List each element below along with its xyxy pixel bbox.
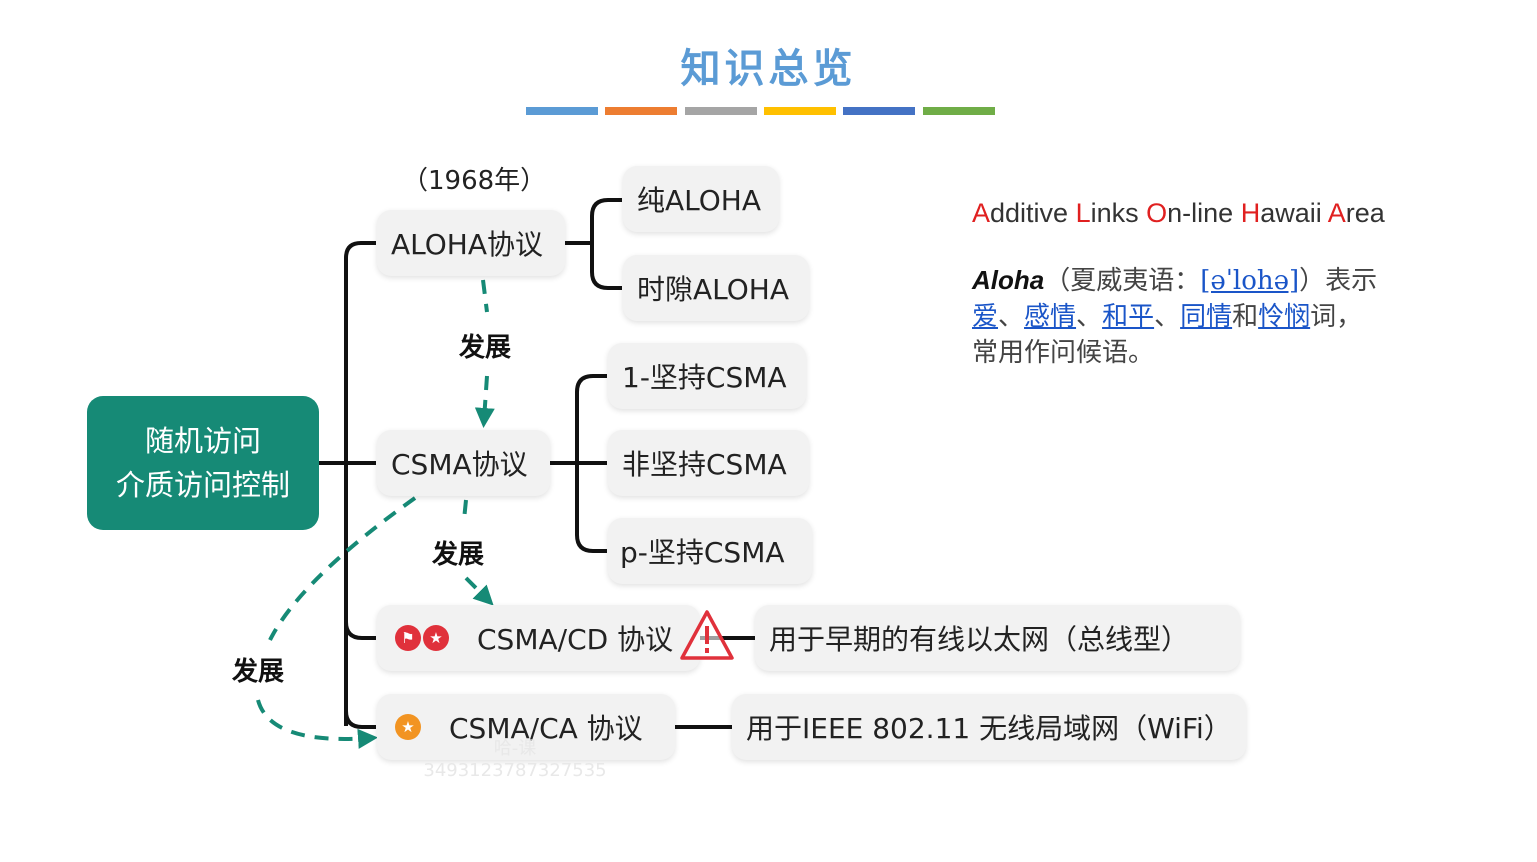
csma-label: CSMA协议	[391, 448, 528, 481]
definition-paren-close: ）表示	[1299, 266, 1378, 296]
color-bar	[923, 107, 995, 115]
watermark-line2: 3493123787327535	[423, 760, 607, 781]
definition-and: 和	[1232, 302, 1259, 332]
slotted-aloha-label: 时隙ALOHA	[637, 273, 790, 306]
definition-term: Aloha	[972, 265, 1045, 295]
link-affection[interactable]: 感情	[1024, 302, 1077, 332]
csma-cd-label: CSMA/CD 协议	[477, 623, 674, 656]
csma-node: CSMA协议	[377, 430, 550, 496]
acronym-rest: inks	[1090, 198, 1147, 228]
color-bar	[526, 107, 598, 115]
aloha-label: ALOHA协议	[391, 228, 544, 261]
aloha-definition: Aloha（夏威夷语：[əˈlohə]）表示 爱、感情、和平、同情和怜悯词， 常…	[972, 262, 1442, 371]
csma-ca-use-node: 用于IEEE 802.11 无线局域网（WiFi）	[732, 694, 1246, 760]
acronym-cap: L	[1075, 198, 1091, 228]
slotted-aloha-node: 时隙ALOHA	[623, 255, 809, 321]
csma-cd-use-label: 用于早期的有线以太网（总线型）	[769, 623, 1190, 656]
non-persistent-csma-node: 非坚持CSMA	[608, 430, 809, 496]
aloha-bracket	[590, 198, 622, 290]
link-peace[interactable]: 和平	[1102, 302, 1155, 332]
color-bar	[685, 107, 757, 115]
color-bar	[843, 107, 915, 115]
acronym-cap: O	[1146, 198, 1168, 228]
acronym-rest: n-line	[1167, 198, 1241, 228]
root-node: 随机访问 介质访问控制	[87, 396, 319, 530]
evolve-label-1: 发展	[459, 333, 512, 363]
csma-cd-node: ⚑ ★ CSMA/CD 协议	[377, 605, 700, 671]
ipa-link[interactable]: [əˈlohə]	[1200, 266, 1300, 296]
warning-icon	[680, 610, 734, 660]
evolve-label-3: 发展	[232, 657, 285, 687]
branch-csma-ca	[344, 710, 376, 729]
aloha-node: ALOHA协议	[377, 210, 565, 276]
color-bar	[605, 107, 677, 115]
star-icon: ★	[395, 714, 421, 740]
link-love[interactable]: 爱	[972, 302, 999, 332]
pure-aloha-label: 纯ALOHA	[637, 184, 762, 217]
non-persistent-csma-label: 非坚持CSMA	[622, 448, 787, 481]
pure-aloha-node: 纯ALOHA	[623, 166, 779, 232]
acronym-rest: rea	[1345, 198, 1385, 228]
evolve-arrow-aloha-csma	[483, 279, 487, 420]
csma-ca-label: CSMA/CA 协议	[449, 712, 643, 745]
page-title: 知识总览	[680, 45, 857, 92]
csma-ca-node: ★ CSMA/CA 协议	[377, 694, 675, 760]
definition-tail: 词，	[1310, 302, 1363, 332]
csma-ca-use-label: 用于IEEE 802.11 无线局域网（WiFi）	[746, 712, 1232, 745]
trunk-line	[344, 241, 376, 726]
root-label-line2: 介质访问控制	[115, 468, 290, 502]
link-sympathy[interactable]: 同情	[1180, 302, 1233, 332]
branch-csma-cd	[344, 621, 376, 640]
link-pity[interactable]: 怜悯	[1258, 302, 1311, 332]
one-persistent-csma-node: 1-坚持CSMA	[608, 343, 806, 409]
flag-icon: ⚑	[395, 625, 421, 651]
watermark-line1: 哈-课	[493, 738, 537, 759]
p-persistent-csma-node: p-坚持CSMA	[608, 518, 812, 584]
separator: 、	[998, 302, 1025, 332]
acronym-cap: A	[972, 198, 991, 228]
separator: 、	[1076, 302, 1103, 332]
acronym-rest: dditive	[990, 198, 1076, 228]
aloha-year: （1968年）	[402, 166, 547, 196]
one-persistent-csma-label: 1-坚持CSMA	[622, 361, 787, 394]
csma-cd-use-node: 用于早期的有线以太网（总线型）	[755, 605, 1240, 671]
acronym-cap: H	[1240, 198, 1261, 228]
p-persistent-csma-label: p-坚持CSMA	[620, 536, 785, 569]
watermark: 哈-课 3493123787327535	[415, 738, 615, 782]
color-bar	[764, 107, 836, 115]
star-icon: ★	[423, 625, 449, 651]
evolve-label-2: 发展	[432, 540, 485, 570]
evolve-arrow-csma-ca	[256, 496, 417, 739]
acronym-cap: A	[1327, 198, 1346, 228]
root-label-line1: 随机访问	[144, 424, 261, 458]
definition-paren-open: （夏威夷语：	[1044, 266, 1201, 296]
acronym-rest: awaii	[1260, 198, 1328, 228]
separator: 、	[1154, 302, 1181, 332]
aloha-acronym: Additive Links On-line Hawaii Area	[972, 198, 1385, 229]
definition-line3: 常用作问候语。	[972, 338, 1155, 368]
evolve-arrow-csma-cd	[462, 499, 488, 600]
